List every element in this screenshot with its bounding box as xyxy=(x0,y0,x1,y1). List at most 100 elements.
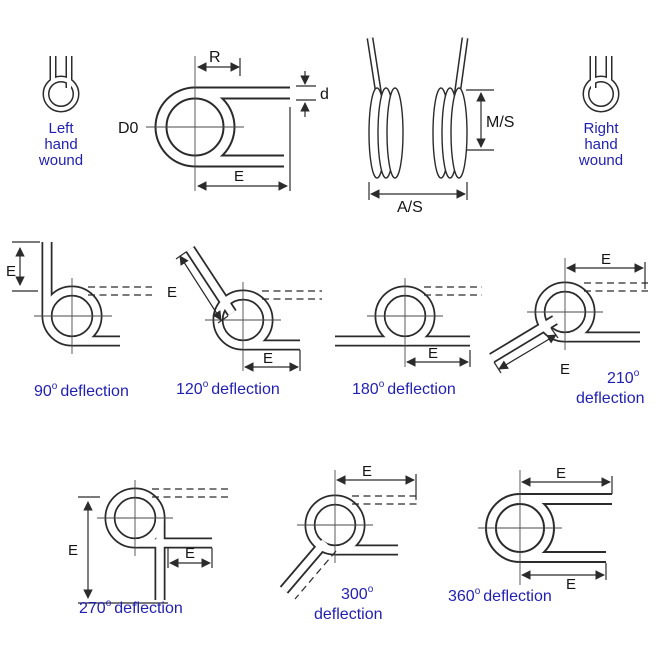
caption-left-line2: hand xyxy=(44,136,77,153)
spring-wire xyxy=(104,487,212,600)
deflection-angle: 300 xyxy=(341,586,368,603)
degree-symbol: o xyxy=(203,379,209,390)
dimension-E-bottom xyxy=(244,350,301,372)
free-position-dashed xyxy=(262,290,322,300)
deflection-angle: 90 xyxy=(34,383,52,400)
caption-right-line3: wound xyxy=(578,152,623,169)
centerlines xyxy=(367,278,443,367)
dimension-E-leg xyxy=(175,251,229,324)
caption-left-line3: wound xyxy=(38,152,83,169)
dim-label-R: R xyxy=(209,49,221,66)
deflection-angle: 210 xyxy=(607,370,634,387)
deflection-word: deflection xyxy=(211,381,280,398)
deflection-label-300: 300o xyxy=(341,584,374,603)
deflection-word: deflection xyxy=(483,588,552,605)
dimension-R xyxy=(197,58,241,76)
deflection-word: deflection xyxy=(114,600,183,617)
spring-wire xyxy=(489,281,640,363)
degree-symbol: o xyxy=(475,586,481,597)
caption-right-line2: hand xyxy=(584,136,617,153)
dimension-d xyxy=(296,71,316,117)
side-view-diagram: M/S A/S xyxy=(366,37,514,216)
degree-symbol: o xyxy=(379,379,385,390)
degree-symbol: o xyxy=(52,381,58,392)
centerlines xyxy=(34,278,112,354)
dimension-E xyxy=(12,241,40,292)
dim-label-E: E xyxy=(428,345,438,362)
spring-legs xyxy=(366,37,469,97)
caption-left-line1: Left xyxy=(48,120,74,137)
deflection-word: deflection xyxy=(60,383,129,400)
dim-label-E-bottom: E xyxy=(263,350,273,367)
dim-label-E-leg: E xyxy=(167,284,177,301)
dimension-E xyxy=(406,350,471,367)
dim-label-E-top: E xyxy=(362,463,372,480)
dim-label-AS: A/S xyxy=(397,199,423,216)
degree-symbol: o xyxy=(106,598,112,609)
dim-label-E: E xyxy=(6,263,16,280)
deflection-label-210: 210o xyxy=(607,368,640,387)
dim-label-E-bottom: E xyxy=(566,576,576,593)
deflection-angle: 360 xyxy=(448,588,475,605)
dim-label-d: d xyxy=(320,86,329,103)
dimension-E-top xyxy=(566,262,646,289)
free-position-dashed xyxy=(584,282,648,292)
deflection-label-300-line2: deflection xyxy=(314,606,383,623)
dimension-E-left xyxy=(78,496,168,604)
leg-reference-dashed xyxy=(294,550,337,600)
degree-symbol: o xyxy=(368,584,374,595)
caption-right-line1: Right xyxy=(583,120,619,137)
dim-label-MS: M/S xyxy=(486,114,514,131)
dimension-E-top xyxy=(336,474,417,500)
centerlines xyxy=(478,470,562,585)
front-view-diagram: R d D0 E xyxy=(118,49,329,191)
deflection-angle: 180 xyxy=(352,381,379,398)
dimension-AS xyxy=(368,182,468,200)
free-position-dashed xyxy=(88,286,152,296)
dim-label-D0: D0 xyxy=(118,120,139,137)
dim-label-E-front: E xyxy=(234,168,244,185)
deflection-label-210-line2: deflection xyxy=(576,390,645,407)
dimension-MS xyxy=(466,89,494,151)
free-position-dashed xyxy=(424,286,482,296)
spring-wire xyxy=(41,242,120,347)
dim-label-E-leg: E xyxy=(560,361,570,378)
free-position-dashed xyxy=(352,495,420,505)
dimension-E-bottom xyxy=(167,548,213,568)
dimension-E-leg xyxy=(493,327,559,374)
left-wound-symbol xyxy=(42,56,80,113)
coil-body xyxy=(368,87,468,179)
dim-label-E-top: E xyxy=(601,251,611,268)
degree-symbol: o xyxy=(634,368,640,379)
dimension-E-front xyxy=(197,107,291,191)
dim-label-E-bottom: E xyxy=(185,545,195,562)
centerlines xyxy=(97,480,173,556)
dimension-E-bottom xyxy=(521,563,607,580)
dimension-E-top xyxy=(521,476,613,494)
centerlines xyxy=(527,258,603,350)
deflection-angle: 270 xyxy=(79,600,106,617)
right-wound-caption: Right hand wound xyxy=(578,120,623,169)
deflection-angle: 120 xyxy=(176,381,203,398)
left-wound-caption: Left hand wound xyxy=(38,120,83,169)
deflection-word: deflection xyxy=(387,381,456,398)
centerlines xyxy=(146,56,244,191)
spring-wire xyxy=(279,494,398,594)
right-wound-symbol xyxy=(582,56,620,113)
deflection-210-diagram: E E 210o deflection xyxy=(489,251,648,407)
free-position-dashed xyxy=(152,488,230,498)
dim-label-E-left: E xyxy=(68,542,78,559)
centerlines xyxy=(297,470,373,563)
